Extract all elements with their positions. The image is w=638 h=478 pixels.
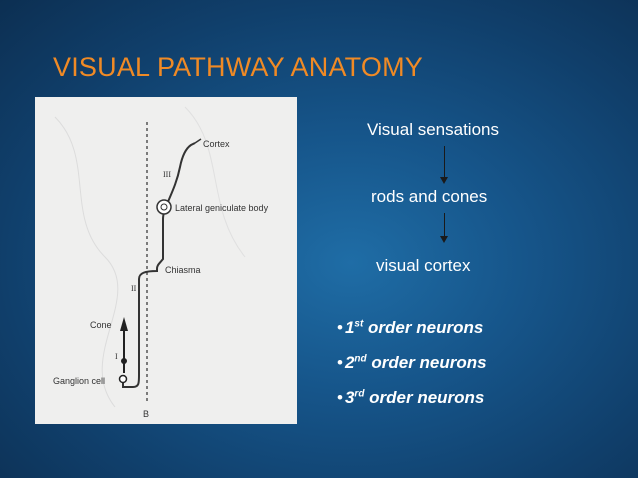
ganglion-label: Ganglion cell	[53, 376, 105, 386]
cone-label: Cone	[90, 320, 112, 330]
down-arrow-icon	[440, 146, 450, 184]
list-item: •3rd order neurons	[337, 388, 485, 407]
flow-visual-cortex: visual cortex	[376, 256, 471, 275]
list-item: •2nd order neurons	[337, 353, 487, 372]
flow-rods-and-cones: rods and cones	[371, 187, 488, 206]
pathway-drawing: Cortex III Lateral geniculate body Chias…	[53, 106, 269, 419]
chiasma-label: Chiasma	[165, 265, 201, 275]
pathway-line	[122, 142, 196, 388]
flow-visual-sensations: Visual sensations	[367, 120, 499, 139]
down-arrow-icon	[440, 213, 450, 243]
bullet-dot-icon: •	[337, 388, 343, 407]
b-label: B	[143, 409, 149, 419]
numeral-three: III	[163, 170, 171, 179]
neuron-order-list: •1st order neurons •2nd order neurons •3…	[337, 318, 487, 423]
ganglion-cell	[118, 374, 128, 384]
lgb-label: Lateral geniculate body	[175, 203, 269, 213]
bullet-dot-icon: •	[337, 353, 343, 372]
bullet-dot-icon: •	[337, 318, 343, 337]
slide-title: VISUAL PATHWAY ANATOMY	[53, 52, 423, 82]
numeral-two: II	[131, 284, 137, 293]
numeral-one: I	[115, 352, 118, 361]
cortex-label: Cortex	[203, 139, 230, 149]
list-item: •1st order neurons	[337, 318, 484, 337]
visual-pathway-diagram: Cortex III Lateral geniculate body Chias…	[35, 97, 297, 424]
